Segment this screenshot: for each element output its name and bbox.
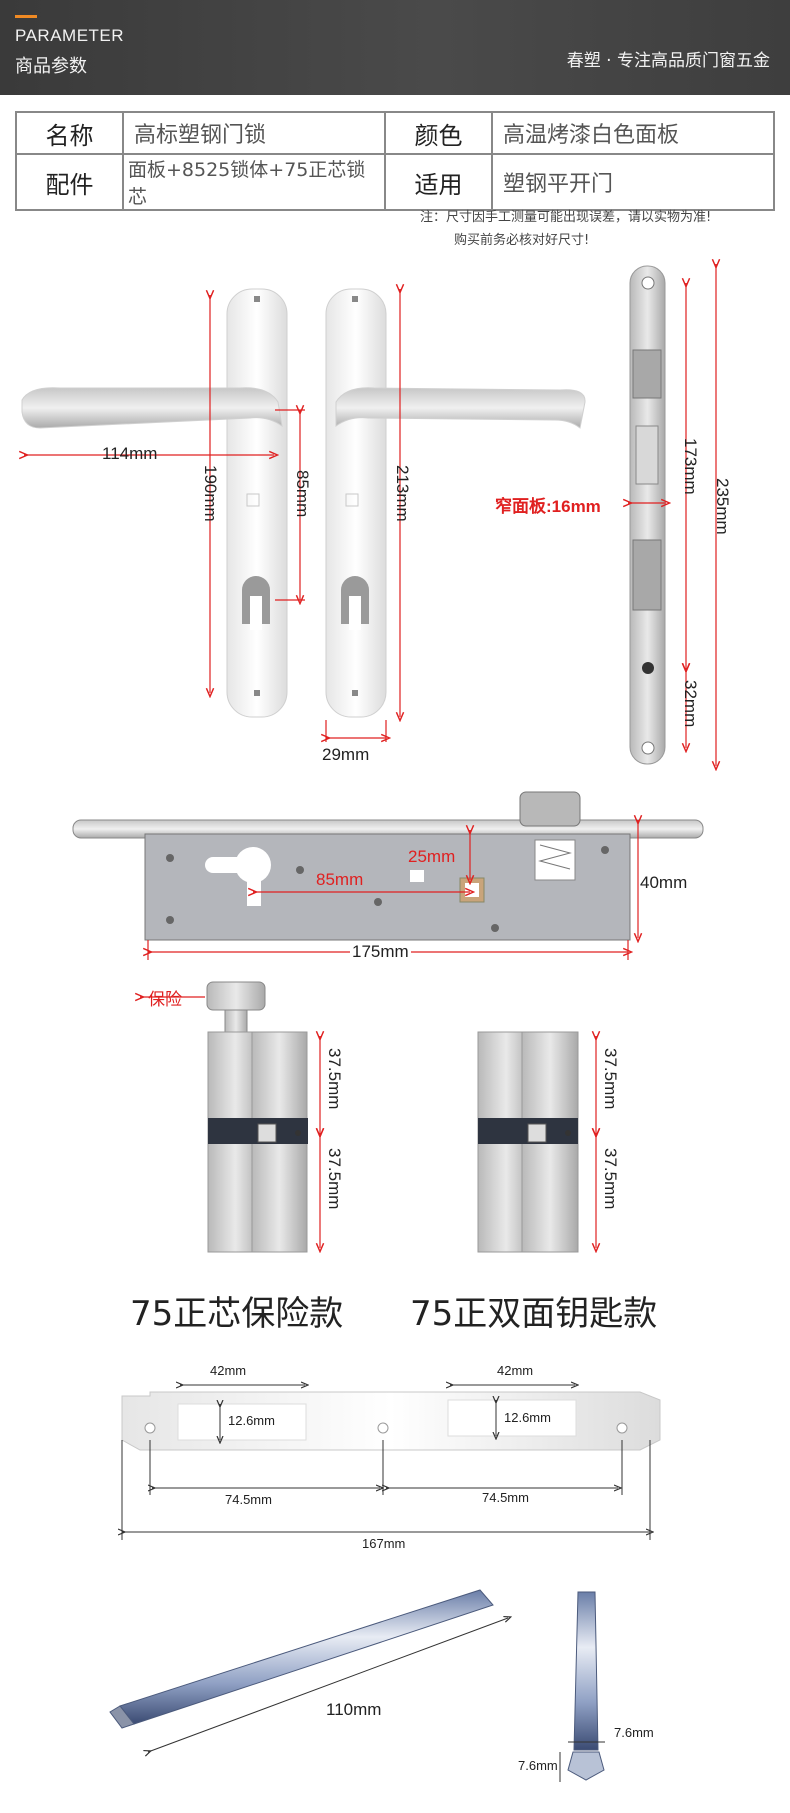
strip-faceplate	[629, 265, 666, 765]
note-line: 注：尺寸因手工测量可能出现误差，请以实物为准!	[420, 210, 712, 225]
dim-lock-40: 40mm	[640, 873, 688, 892]
accent-line	[15, 15, 37, 18]
dim-strike-w1: 42mm	[210, 1363, 247, 1378]
header-title-en: PARAMETER	[15, 26, 125, 45]
dim-strike-w2: 42mm	[497, 1363, 534, 1378]
dim-spindle-sq1: 7.6mm	[614, 1725, 654, 1740]
strike-dimension-lines	[122, 1385, 650, 1540]
spindle	[109, 1589, 605, 1781]
table-row: 名称 高标塑钢门锁 颜色 高温烤漆白色面板	[15, 111, 775, 155]
handle-left	[21, 288, 288, 718]
dim-cylinder-b-top: 37.5mm	[601, 1048, 620, 1110]
dim-strip-32: 32mm	[681, 680, 700, 728]
dim-cylinder-b-bottom: 37.5mm	[601, 1148, 620, 1210]
table-row: 配件 面板+8525锁体+75正芯锁芯 适用 塑钢平开门	[15, 153, 775, 211]
dim-strike-total: 167mm	[362, 1536, 406, 1551]
header-title-cn: 商品参数	[15, 56, 87, 77]
dim-strike-s1: 74.5mm	[225, 1492, 272, 1507]
spec-key: 配件	[15, 153, 124, 211]
spec-value: 面板+8525锁体+75正芯锁芯	[122, 153, 386, 211]
spec-key: 适用	[384, 153, 493, 211]
dim-strike-s2: 74.5mm	[482, 1490, 529, 1505]
strip-width-label: 窄面板:16mm	[495, 497, 601, 516]
dim-strip-173: 173mm	[681, 438, 700, 495]
lock-body	[72, 791, 704, 941]
dim-cylinder-a-bottom: 37.5mm	[325, 1148, 344, 1210]
dim-handle-length: 114mm	[102, 444, 158, 463]
header-slogan: 春塑 · 专注高品质门窗五金	[566, 51, 770, 71]
cylinder-safety	[206, 981, 308, 1253]
note-line: 购买前务必核对好尺寸!	[454, 233, 590, 248]
dim-spindle-length: 110mm	[326, 1700, 382, 1719]
dim-strip-235: 235mm	[713, 478, 732, 535]
spec-value: 高标塑钢门锁	[122, 111, 386, 155]
safety-label: 保险	[148, 990, 182, 1009]
caption-double-cylinder: 75正双面钥匙款	[410, 1294, 658, 1334]
dim-strike-h2: 12.6mm	[504, 1410, 551, 1425]
measure-note: 注：尺寸因手工测量可能出现误差，请以实物为准! 购买前务必核对好尺寸!	[420, 206, 711, 252]
caption-safety-cylinder: 75正芯保险款	[130, 1294, 344, 1334]
dim-cylinder-a-top: 37.5mm	[325, 1048, 344, 1110]
dim-handle-85: 85mm	[293, 470, 312, 518]
strip-dimension-lines	[628, 264, 716, 766]
dim-handle-213: 213mm	[393, 465, 412, 522]
dim-lock-85: 85mm	[316, 870, 364, 889]
header-banner: PARAMETER 商品参数 春塑 · 专注高品质门窗五金	[0, 0, 790, 95]
dim-spindle-sq2: 7.6mm	[518, 1758, 558, 1773]
handle-dimension-lines	[24, 289, 400, 742]
spec-table: 名称 高标塑钢门锁 颜色 高温烤漆白色面板 配件 面板+8525锁体+75正芯锁…	[15, 111, 775, 211]
dim-handle-190: 190mm	[201, 465, 220, 522]
cylinder-a-dimension-lines	[140, 997, 320, 1248]
cylinder-double	[477, 1031, 579, 1253]
spec-key: 颜色	[384, 111, 493, 155]
spec-key: 名称	[15, 111, 124, 155]
dim-strike-h1: 12.6mm	[228, 1413, 275, 1428]
strike-plate	[121, 1391, 661, 1451]
dim-lock-25: 25mm	[408, 847, 456, 866]
spec-value: 高温烤漆白色面板	[491, 111, 775, 155]
spindle-dimension-lines	[148, 1618, 605, 1782]
dim-lock-175: 175mm	[350, 942, 411, 962]
spec-value: 塑钢平开门	[491, 153, 775, 211]
dim-handle-width: 29mm	[322, 745, 370, 764]
